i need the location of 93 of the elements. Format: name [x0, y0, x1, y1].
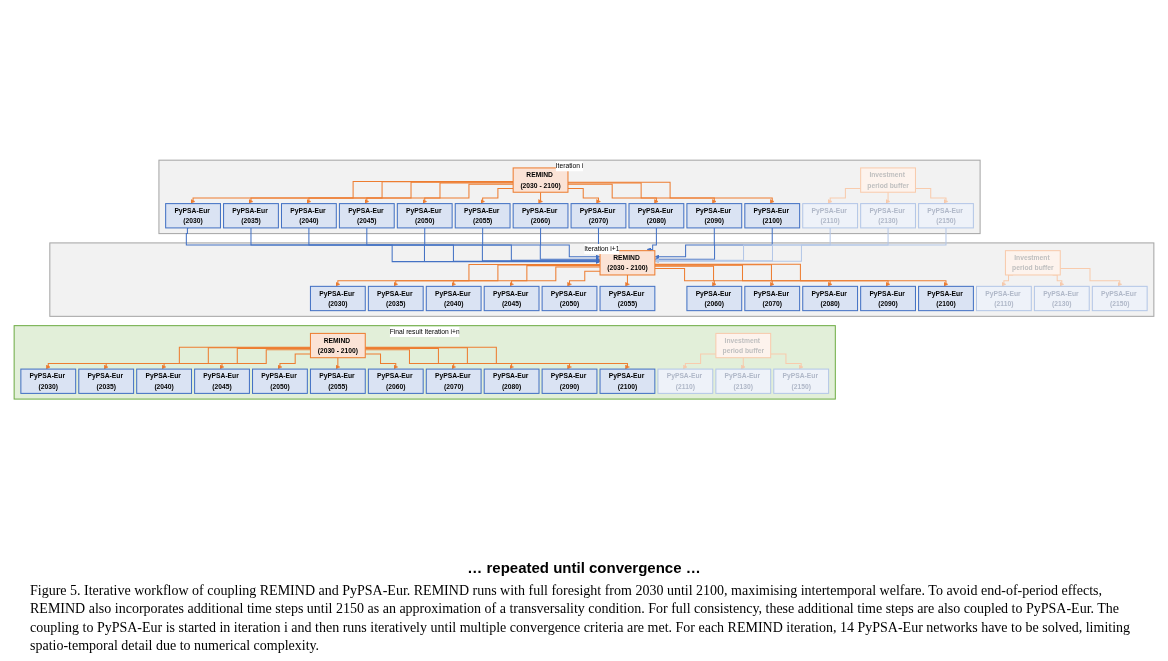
arrow: [451, 265, 601, 287]
node-box: [860, 285, 916, 312]
node-box: [194, 368, 250, 394]
node-box: [773, 368, 830, 394]
arrow: [480, 188, 514, 204]
arrow: [654, 264, 833, 287]
arrow: [366, 227, 601, 264]
node-box: [628, 203, 685, 229]
node-box: [483, 368, 540, 394]
node-box: [657, 368, 714, 394]
arrow: [424, 227, 601, 263]
node-box: [396, 203, 453, 229]
node-box: [425, 285, 482, 312]
node-box: [802, 285, 859, 312]
arrow: [277, 353, 311, 370]
node-box: [367, 368, 424, 394]
arrow: [190, 180, 514, 204]
arrow: [567, 270, 601, 287]
node-box: [512, 203, 569, 229]
arrow: [185, 227, 601, 264]
arrow: [741, 357, 746, 370]
arrow: [364, 182, 514, 204]
node-box: [918, 203, 974, 229]
node-box: [280, 203, 337, 229]
node-box: [541, 285, 598, 312]
arrow: [654, 227, 947, 264]
arrow: [540, 227, 601, 260]
node-box: [541, 368, 598, 394]
node-box: [599, 285, 656, 312]
arrow: [567, 182, 717, 204]
arrow: [654, 264, 891, 287]
node-box: [599, 368, 656, 394]
arrow: [654, 265, 775, 287]
arrow: [306, 181, 514, 204]
arrow: [654, 263, 949, 287]
node-box: [367, 285, 424, 312]
arrow: [219, 349, 311, 370]
node-box: [252, 368, 308, 394]
arrow: [46, 346, 311, 370]
arrow: [308, 227, 601, 264]
arrow: [422, 183, 514, 204]
node-box: [570, 203, 627, 229]
node-box: [309, 368, 366, 394]
node-box: [338, 203, 395, 229]
arrow: [654, 227, 715, 260]
arrow: [567, 188, 601, 204]
node-box: [975, 285, 1032, 312]
node-box: [599, 250, 656, 276]
figure-caption: Figure 5. Iterative workflow of coupling REMIND and PyPSA-Eur. REMIND runs with full foresight from 2030 until 2100, maximising intertemporal welfare. To avoid end-of-period effects, REMIND also incorporates additional time steps until 2150 as an approximation of a transversality condition. For full consistency, these additional time steps are also coupled to PyPSA-Eur. The coupling to PyPSA-Eur is started in iteration i and then runs iteratively until multiple convergence criteria are met. For each REMIND iteration, 14 PyPSA-Eur networks have to be solved, limiting spatio-temporal detail due to numerical complexity.: [30, 582, 1132, 655]
node-box: [309, 285, 366, 312]
arrow: [103, 347, 311, 370]
arrow: [538, 191, 543, 204]
node-box: [454, 203, 511, 229]
arrow: [885, 191, 891, 204]
arrow: [567, 183, 659, 204]
node-box: [918, 285, 974, 312]
node-box: [1004, 250, 1061, 276]
note-text: … repeated until convergence …: [467, 559, 701, 577]
arrow: [393, 264, 601, 287]
arrow: [625, 274, 630, 287]
node-box: [802, 203, 859, 229]
arrow: [654, 227, 889, 264]
node-box: [483, 285, 540, 312]
node-box: [20, 368, 77, 394]
arrow: [654, 227, 831, 263]
arrow: [335, 357, 341, 370]
arrow: [567, 181, 775, 204]
arrow: [770, 353, 804, 370]
node-box: [309, 332, 366, 359]
node-box: [715, 332, 772, 359]
node-box: [78, 368, 135, 394]
arrow: [161, 347, 311, 370]
node-box: [165, 203, 221, 229]
arrow: [509, 266, 601, 287]
node-box: [860, 167, 916, 193]
node-box: [425, 368, 482, 394]
arrow: [646, 227, 657, 252]
arrow: [250, 227, 601, 264]
arrow: [654, 267, 717, 287]
node-box: [686, 203, 743, 229]
node-box: [512, 167, 569, 193]
arrow: [248, 181, 514, 204]
node-box: [1091, 285, 1148, 312]
node-box: [744, 285, 801, 312]
node-box: [744, 203, 801, 229]
node-box: [136, 368, 193, 394]
node-box: [223, 203, 279, 229]
arrow: [482, 227, 601, 262]
arrow: [335, 264, 601, 287]
node-box: [860, 203, 916, 229]
node-box: [1033, 285, 1090, 312]
node-box: [686, 285, 743, 312]
node-box: [715, 368, 772, 394]
